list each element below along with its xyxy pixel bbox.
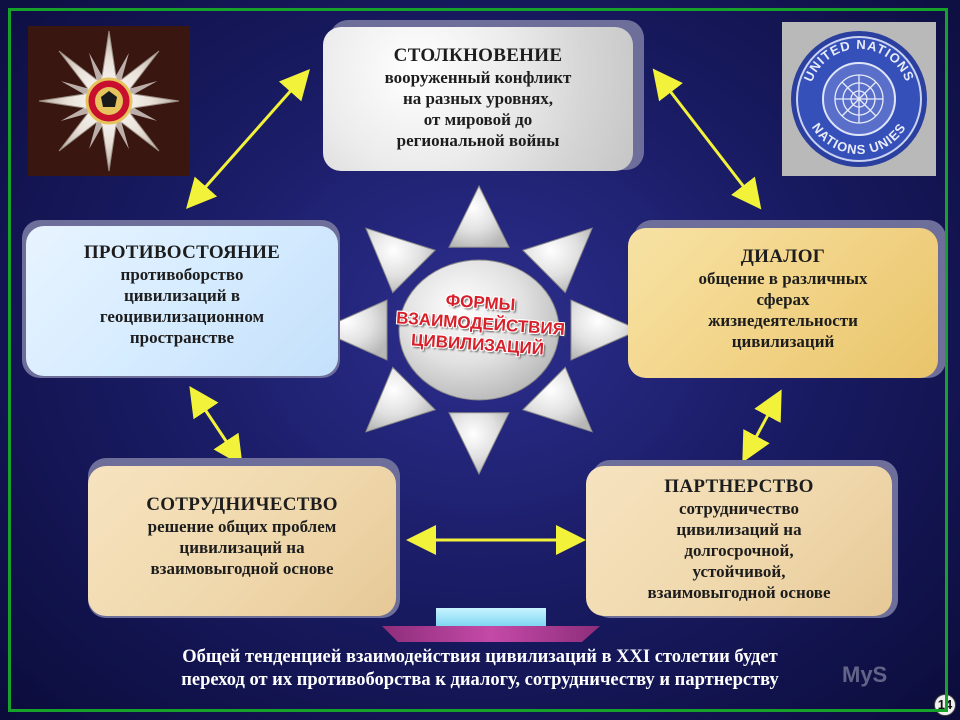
box-confrontation-line-1: противоборство xyxy=(120,265,244,284)
center-label: ФОРМЫ ВЗАИМОДЕЙСТВИЯ ЦИВИЛИЗАЦИЙ xyxy=(394,286,566,360)
box-partnership-line-3: долгосрочной, xyxy=(684,541,794,560)
page-number: 14 xyxy=(934,694,956,716)
box-cooperation-line-3: взаимовыгодной основе xyxy=(150,559,334,578)
box-partnership: ПАРТНЕРСТВО сотрудничество цивилизаций н… xyxy=(586,466,892,616)
box-dialogue-title: ДИАЛОГ xyxy=(740,246,826,267)
box-clash-line-4: региональной войны xyxy=(396,131,560,150)
conclusion-line-2: переход от их противоборства к диалогу, … xyxy=(181,670,779,690)
un-globe-icon xyxy=(834,74,884,124)
un-patch-emblem: UNITED NATIONS NATIONS UNIES xyxy=(782,22,936,176)
arrow-right-bottomright xyxy=(742,389,782,463)
box-dialogue-line-3: жизнедеятельности xyxy=(708,311,858,330)
arrow-left-top xyxy=(186,69,310,209)
box-cooperation: СОТРУДНИЧЕСТВО решение общих проблем цив… xyxy=(88,466,396,616)
sun-ray xyxy=(448,412,510,476)
box-clash-line-3: от мировой до xyxy=(423,110,533,129)
sun-ray xyxy=(317,299,388,361)
box-dialogue-line-2: сферах xyxy=(756,290,810,309)
box-clash-title: СТОЛКНОВЕНИЕ xyxy=(393,45,563,66)
sun-ray xyxy=(521,227,594,294)
arrow-left-bottomleft xyxy=(189,386,243,466)
box-partnership-title: ПАРТНЕРСТВО xyxy=(664,476,814,497)
order-star-emblem xyxy=(28,26,190,176)
box-partnership-line-5: взаимовыгодной основе xyxy=(647,583,831,602)
sun-ray xyxy=(448,184,510,248)
center-oval xyxy=(398,259,560,401)
box-confrontation-title: ПРОТИВОСТОЯНИЕ xyxy=(83,242,281,263)
box-clash-line-1: вооруженный конфликт xyxy=(384,68,572,87)
box-confrontation-line-2: цивилизаций в xyxy=(123,286,241,305)
box-confrontation-line-3: геоцивилизационном xyxy=(99,307,265,326)
box-cooperation-title: СОТРУДНИЧЕСТВО xyxy=(146,494,338,515)
box-confrontation-line-4: пространстве xyxy=(129,328,235,347)
sun-rays xyxy=(317,184,641,476)
sun-ray xyxy=(364,366,437,433)
sun-ray xyxy=(364,227,437,294)
box-dialogue: ДИАЛОГ общение в различных сферах жизнед… xyxy=(628,228,938,378)
star-rays xyxy=(38,30,180,172)
box-dialogue-line-4: цивилизаций xyxy=(731,332,835,351)
arrow-top-right xyxy=(652,68,762,210)
conclusion-text: Общей тенденцией взаимодействия цивилиза… xyxy=(40,646,920,692)
box-confrontation: ПРОТИВОСТОЯНИЕ противоборство цивилизаци… xyxy=(26,226,338,376)
box-clash-line-2: на разных уровнях, xyxy=(402,89,554,108)
conclusion-line-1: Общей тенденцией взаимодействия цивилиза… xyxy=(182,647,778,667)
box-clash: СТОЛКНОВЕНИЕ вооруженный конфликт на раз… xyxy=(323,27,633,171)
sun-ray xyxy=(521,366,594,433)
watermark: MyS xyxy=(842,662,888,687)
box-dialogue-line-1: общение в различных xyxy=(698,269,868,288)
box-partnership-line-2: цивилизаций на xyxy=(676,520,802,539)
sun-ray xyxy=(570,299,641,361)
box-cooperation-line-2: цивилизаций на xyxy=(179,538,305,557)
box-partnership-line-1: сотрудничество xyxy=(678,499,800,518)
box-cooperation-line-1: решение общих проблем xyxy=(147,517,337,536)
box-partnership-line-4: устойчивой, xyxy=(692,562,786,581)
connector-arrows xyxy=(186,68,782,555)
